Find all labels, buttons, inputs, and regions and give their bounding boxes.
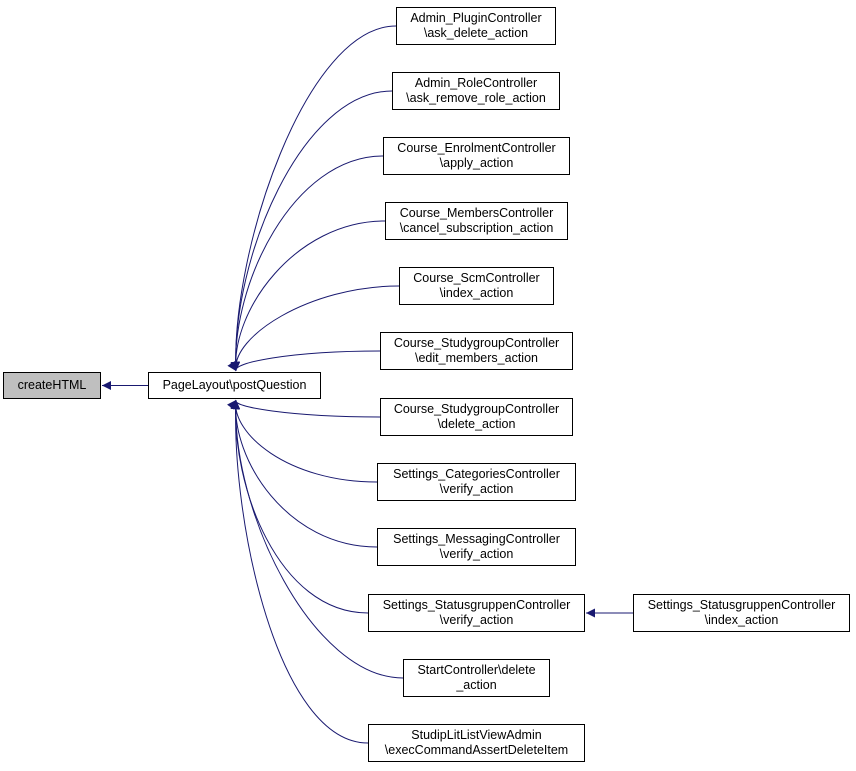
node-label-line: Admin_RoleController [414, 76, 538, 90]
node-settings-statusgruppencontroller-index-action[interactable]: Settings_StatusgruppenController\index_a… [633, 594, 850, 632]
node-settings-statusgruppencontroller-verify-action[interactable]: Settings_StatusgruppenController\verify_… [368, 594, 585, 632]
node-studiplitlistviewadmin-execcommandassertdeleteitem[interactable]: StudipLitListViewAdmin\execCommandAssert… [368, 724, 585, 762]
node-course-studygroupcontroller-edit-members-action[interactable]: Course_StudygroupController\edit_members… [380, 332, 573, 370]
node-admin-plugincontroller-ask-delete-action[interactable]: Admin_PluginController\ask_delete_action [396, 7, 556, 45]
node-course-memberscontroller-cancel-subscription-action[interactable]: Course_MembersController\cancel_subscrip… [385, 202, 568, 240]
node-label-line: \ask_remove_role_action [406, 91, 546, 105]
node-label-line: Course_EnrolmentController [397, 141, 556, 155]
node-course-scmcontroller-index-action[interactable]: Course_ScmController\index_action [399, 267, 554, 305]
edge-categories-to-postQuestion [230, 399, 378, 483]
node-label-line: \edit_members_action [415, 351, 538, 365]
node-label-line: StartController\delete [417, 663, 536, 677]
node-label-line: createHTML [17, 378, 87, 392]
edge-sg_delete-to-postQuestion [227, 399, 381, 418]
node-label-line: \index_action [439, 286, 514, 300]
node-label-line: \execCommandAssertDeleteItem [384, 743, 569, 757]
node-label-line: \ask_delete_action [423, 26, 529, 40]
node-label-line: Settings_MessagingController [393, 532, 560, 546]
node-label-line: Course_StudygroupController [393, 402, 560, 416]
node-admin-rolecontroller-ask-remove-role-action[interactable]: Admin_RoleController\ask_remove_role_act… [392, 72, 560, 110]
node-label-line: Settings_StatusgruppenController [382, 598, 571, 612]
edge-status_verify-to-postQuestion [230, 399, 369, 614]
edge-enrol-to-postQuestion [230, 155, 384, 372]
node-label-line: \cancel_subscription_action [399, 221, 554, 235]
node-label-line: \delete_action [437, 417, 516, 431]
node-startcontroller-delete-action[interactable]: StartController\delete_action [403, 659, 550, 697]
node-label-line: \verify_action [439, 547, 514, 561]
edge-litlist-to-postQuestion [231, 399, 369, 744]
node-label-line: \index_action [704, 613, 779, 627]
node-course-studygroupcontroller-delete-action[interactable]: Course_StudygroupController\delete_actio… [380, 398, 573, 436]
node-label-line: \verify_action [439, 613, 514, 627]
node-settings-messagingcontroller-verify-action[interactable]: Settings_MessagingController\verify_acti… [377, 528, 576, 566]
node-label-line: Course_ScmController [413, 271, 540, 285]
edge-role-to-postQuestion [231, 90, 393, 372]
node-label-line: Course_MembersController [399, 206, 554, 220]
edge-plugin-to-postQuestion [231, 25, 397, 372]
node-label-line: _action [456, 678, 497, 692]
node-label-line: PageLayout\postQuestion [162, 378, 307, 392]
node-label-line: \verify_action [439, 482, 514, 496]
node-label-line: Course_StudygroupController [393, 336, 560, 350]
edge-scm-to-postQuestion [230, 285, 400, 372]
edge-sg_edit-to-postQuestion [227, 350, 381, 372]
node-label-line: Admin_PluginController [410, 11, 542, 25]
node-label-line: Settings_CategoriesController [393, 467, 560, 481]
node-course-enrolmentcontroller-apply-action[interactable]: Course_EnrolmentController\apply_action [383, 137, 570, 175]
edge-members-to-postQuestion [230, 220, 386, 372]
node-label-line: \apply_action [439, 156, 514, 170]
node-label-line: StudipLitListViewAdmin [411, 728, 542, 742]
edge-messaging-to-postQuestion [230, 399, 378, 548]
edge-start-to-postQuestion [231, 399, 404, 679]
node-settings-categoriescontroller-verify-action[interactable]: Settings_CategoriesController\verify_act… [377, 463, 576, 501]
node-pagelayout-postquestion[interactable]: PageLayout\postQuestion [148, 372, 321, 399]
node-createhtml: createHTML [3, 372, 101, 399]
node-label-line: Settings_StatusgruppenController [647, 598, 836, 612]
